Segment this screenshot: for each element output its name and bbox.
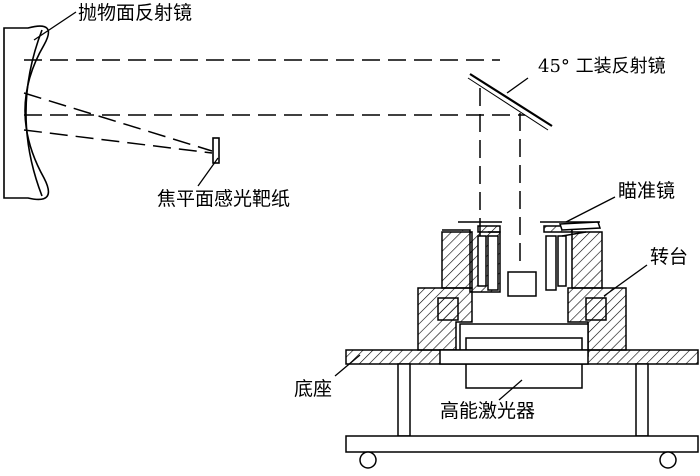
base-stand (345, 363, 699, 469)
label-focal-target: 焦平面感光靶纸 (157, 188, 291, 210)
parabolic-mirror (3, 25, 50, 201)
focus-ray-lower (23, 129, 213, 154)
focus-ray-upper (23, 92, 213, 152)
label-fixture-mirror: 45° 工装反射镜 (538, 56, 666, 77)
fixture-mirror (467, 73, 553, 131)
label-laser: 高能激光器 (440, 400, 536, 422)
label-aiming-mirror: 瞄准镜 (618, 180, 676, 202)
label-turntable: 转台 (650, 246, 689, 268)
leader-lines (33, 11, 648, 401)
label-parabolic-mirror: 抛物面反射镜 (78, 2, 193, 24)
aiming-mirror (558, 221, 602, 237)
focal-target (212, 137, 220, 164)
label-base: 底座 (294, 378, 333, 400)
turntable-assembly (345, 221, 699, 389)
beam-paths (23, 59, 525, 268)
